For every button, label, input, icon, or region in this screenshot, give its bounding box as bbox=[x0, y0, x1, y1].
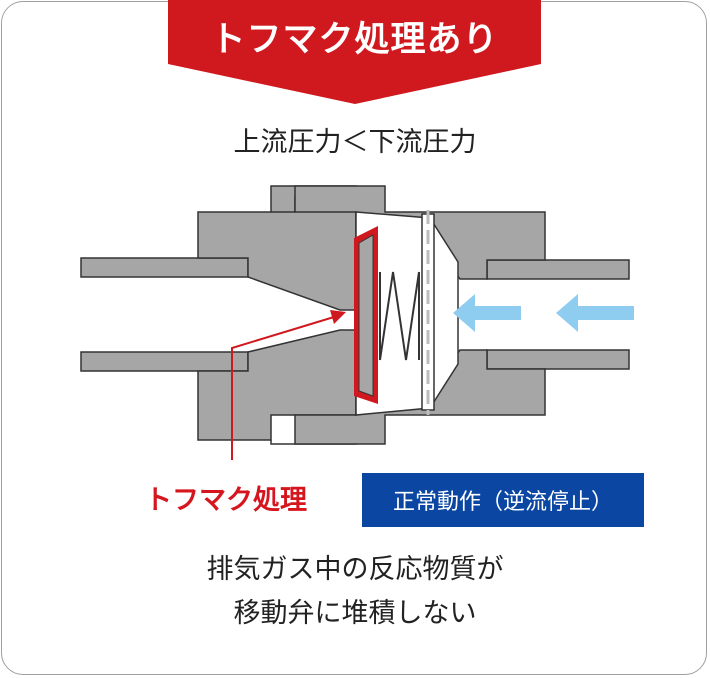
right-pipe-lower bbox=[486, 349, 630, 370]
caption: 排気ガス中の反応物質が 移動弁に堆積しない bbox=[0, 548, 710, 636]
title-banner bbox=[168, 0, 541, 104]
caption-line-2: 移動弁に堆積しない bbox=[233, 598, 477, 629]
left-body-upper bbox=[197, 185, 357, 311]
status-label: 正常動作（逆流停止） bbox=[392, 490, 613, 515]
coating-callout-arrowhead bbox=[330, 310, 346, 324]
valve-diagram bbox=[80, 185, 634, 460]
banner-title: トフマク処理あり bbox=[210, 19, 499, 60]
flow-arrow-icon bbox=[453, 294, 521, 332]
flow-arrow-icon bbox=[556, 294, 634, 332]
spring bbox=[379, 271, 420, 361]
banner-shape bbox=[168, 0, 541, 104]
valve-disc bbox=[358, 234, 374, 397]
caption-line-1: 排気ガス中の反応物質が bbox=[206, 554, 504, 585]
coating-label: トフマク処理 bbox=[145, 485, 307, 516]
status-badge: 正常動作（逆流停止） bbox=[362, 473, 644, 527]
coating-callout-line bbox=[231, 316, 335, 460]
left-pipe-lower bbox=[80, 351, 249, 372]
right-pipe-upper bbox=[486, 259, 630, 280]
left-pipe-upper bbox=[80, 257, 249, 278]
pressure-condition: 上流圧力＜下流圧力 bbox=[233, 127, 477, 158]
